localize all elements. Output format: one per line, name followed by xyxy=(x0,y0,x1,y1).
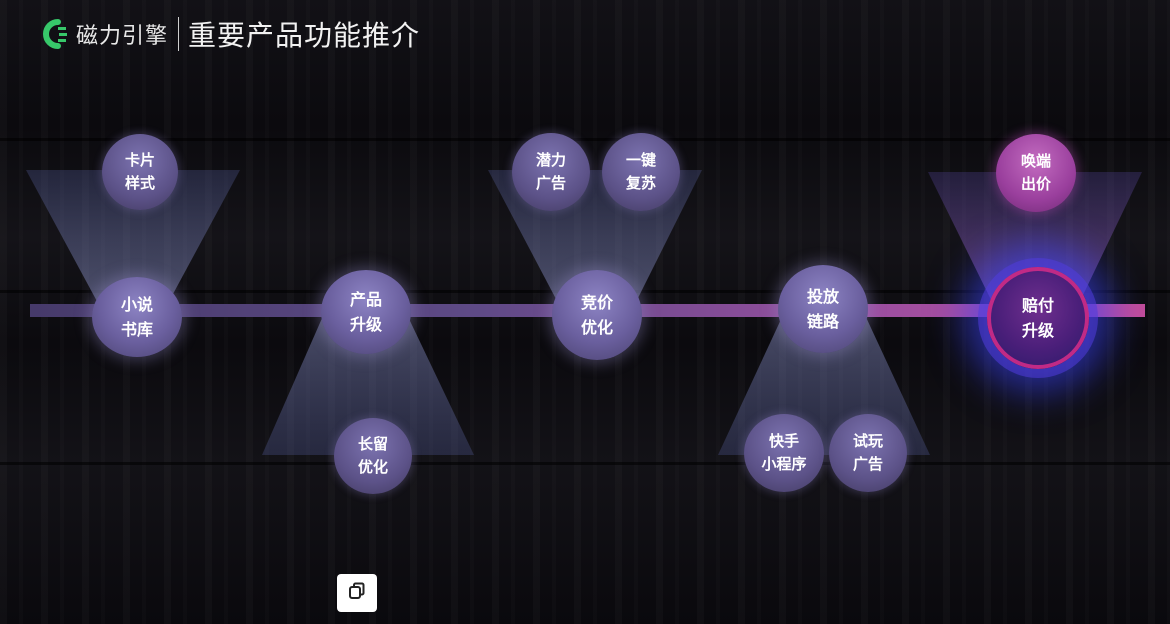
brand-name: 磁力引擎 xyxy=(76,24,169,49)
node-compensation-upgrade: 赔付 升级 xyxy=(987,267,1089,369)
node-delivery-link: 投放 链路 xyxy=(778,265,868,353)
feature-kuaishou-mini-program: 快手 小程序 xyxy=(744,414,824,492)
beam-retention xyxy=(262,300,474,455)
node-bid-optimization: 竞价 优化 xyxy=(552,270,642,360)
feature-card-style: 卡片 样式 xyxy=(102,134,178,210)
header-divider xyxy=(178,17,180,51)
feature-retention-optimization: 长留 优化 xyxy=(334,418,412,494)
brand-logo-icon xyxy=(42,17,68,51)
node-product-upgrade: 产品 升级 xyxy=(321,270,411,354)
copy-icon xyxy=(347,581,367,605)
shelf-line xyxy=(0,138,1170,141)
page-title: 重要产品功能推介 xyxy=(188,19,421,52)
node-novel-library: 小说 书库 xyxy=(92,277,182,357)
feature-playable-ads: 试玩 广告 xyxy=(829,414,907,492)
beam-card-style xyxy=(26,170,240,318)
feature-deeplink-bidding: 唤端 出价 xyxy=(996,134,1076,212)
copy-button[interactable] xyxy=(337,574,377,612)
beam-deeplink xyxy=(928,172,1142,318)
header: 磁力引擎 重要产品功能推介 xyxy=(42,14,420,54)
feature-one-click-revive: 一键 复苏 xyxy=(602,133,680,211)
shelf-line xyxy=(0,462,1170,465)
feature-potential-ads: 潜力 广告 xyxy=(512,133,590,211)
